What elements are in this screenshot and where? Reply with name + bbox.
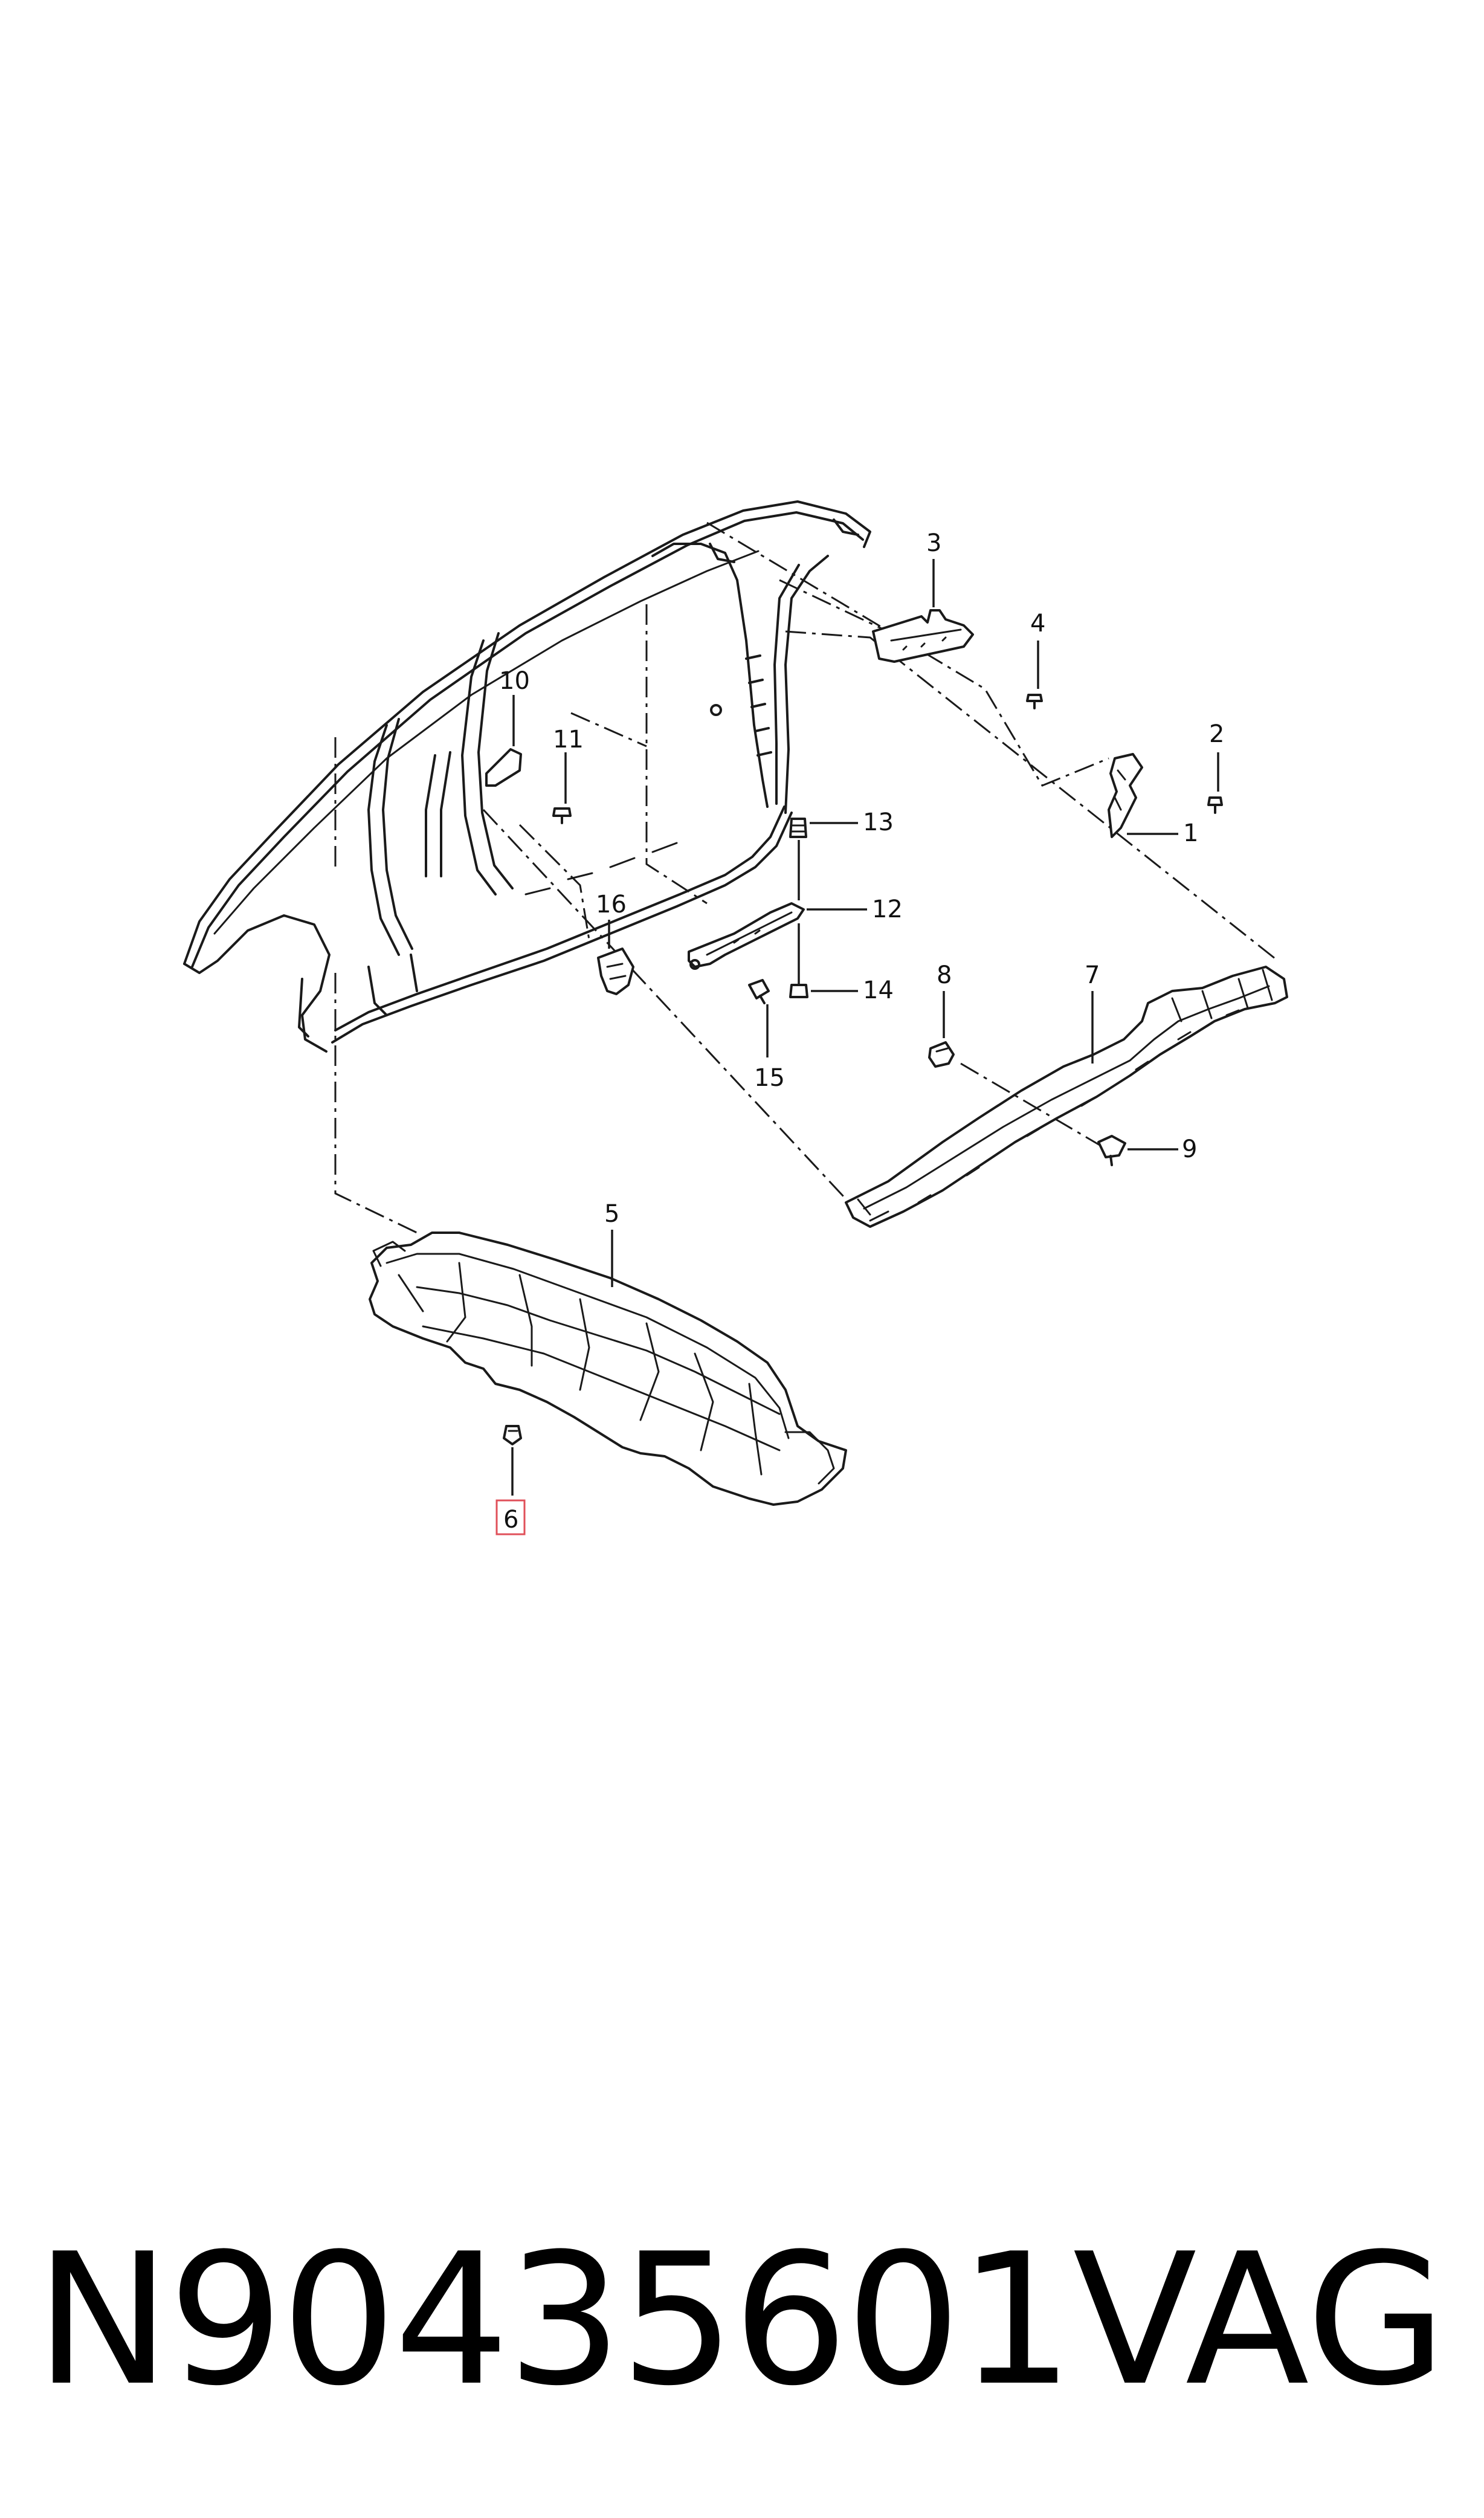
part-2-screw: 2 bbox=[1207, 720, 1224, 814]
part-3-bracket: 3 bbox=[872, 529, 974, 663]
part-6-clip: 6 bbox=[495, 1425, 526, 1535]
part-9-clip: 9 bbox=[960, 1062, 1197, 1166]
callout-9: 9 bbox=[1182, 1135, 1197, 1163]
part-11-screw: 11 bbox=[552, 726, 584, 824]
callout-3: 3 bbox=[926, 529, 941, 557]
callout-4: 4 bbox=[1030, 610, 1045, 638]
part-10-clip: 10 bbox=[485, 667, 530, 787]
part-4-screw: 4 bbox=[1026, 610, 1045, 709]
part-1-bracket: 1 bbox=[1108, 753, 1198, 847]
callout-1: 1 bbox=[1183, 819, 1198, 847]
footer: N90435601 VAG bbox=[0, 2224, 1484, 2417]
callout-8: 8 bbox=[937, 961, 952, 989]
assembly-lines bbox=[334, 521, 1279, 1234]
part-8-plug: 8 bbox=[928, 961, 955, 1068]
callout-13: 13 bbox=[863, 809, 894, 836]
body-side-panel bbox=[183, 500, 871, 1053]
callout-10: 10 bbox=[499, 667, 530, 695]
callout-2: 2 bbox=[1209, 720, 1224, 748]
highlight-box bbox=[495, 1499, 526, 1535]
part-15-bolt: 15 bbox=[748, 979, 785, 1092]
part-7-support-bracket: 7 bbox=[845, 961, 1288, 1228]
callout-12: 12 bbox=[872, 896, 903, 923]
part-14-nut: 14 bbox=[789, 923, 894, 1004]
callout-11: 11 bbox=[553, 726, 584, 754]
callout-14: 14 bbox=[863, 977, 894, 1004]
callout-7: 7 bbox=[1085, 961, 1100, 989]
part-13-nut: 13 bbox=[789, 809, 894, 900]
part-16-clip: 16 bbox=[596, 891, 634, 995]
callout-6: 6 bbox=[503, 1506, 518, 1534]
part-number: N90435601 bbox=[35, 2215, 1074, 2426]
brand-name: VAG bbox=[1073, 2215, 1447, 2426]
callout-16: 16 bbox=[596, 891, 627, 918]
part-5-underbody-panel: 5 bbox=[369, 1200, 847, 1506]
callout-15: 15 bbox=[754, 1064, 785, 1092]
part-12-bracket: 12 bbox=[688, 896, 903, 970]
callout-5: 5 bbox=[604, 1200, 619, 1228]
